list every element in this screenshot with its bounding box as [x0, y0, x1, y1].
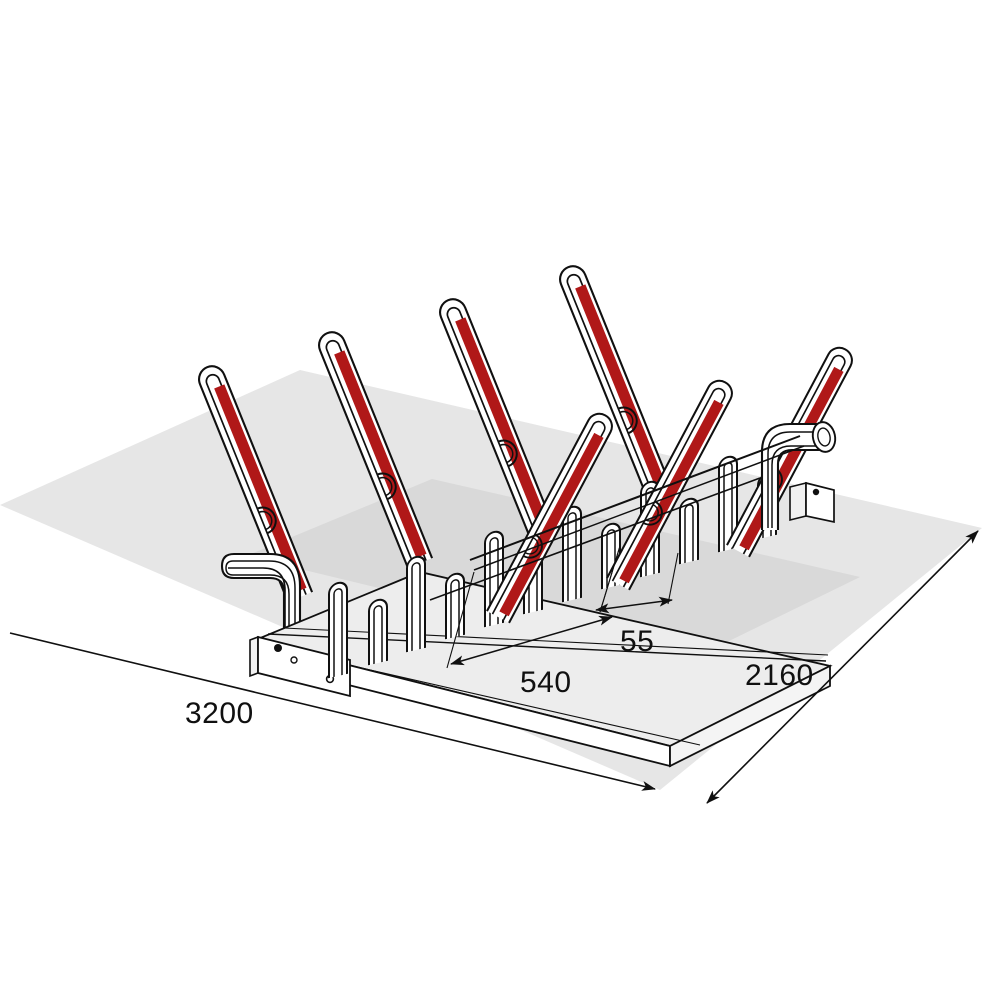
- wheel-hoop-2: [367, 596, 389, 667]
- dimension-label-2160: 2160: [745, 659, 814, 692]
- dimension-55: 55: [595, 545, 679, 658]
- dimension-label-540: 540: [520, 666, 572, 699]
- wheel-hoop-3: [405, 553, 427, 654]
- cross-tie-tubes: [429, 435, 805, 601]
- dimline-540: [450, 615, 613, 666]
- dimline-55: [595, 596, 673, 614]
- dimension-label-3200: 3200: [185, 697, 254, 730]
- wheel-hoop-4: [444, 570, 466, 641]
- wheel-hoop-1: [327, 579, 349, 680]
- dimension-540: 540: [446, 545, 621, 699]
- extline-55-b: [667, 552, 679, 605]
- mounting-plate-left: [249, 635, 351, 698]
- dimline-2160: [706, 530, 979, 804]
- dimension-label-55: 55: [620, 625, 654, 658]
- dimension-2160: 2160: [706, 530, 979, 804]
- dimline-3200: [9, 632, 656, 791]
- end-support-right: [760, 421, 837, 530]
- mounting-plate-right: [789, 481, 835, 524]
- dimension-3200: 3200: [9, 632, 656, 791]
- end-support-left: [220, 552, 302, 650]
